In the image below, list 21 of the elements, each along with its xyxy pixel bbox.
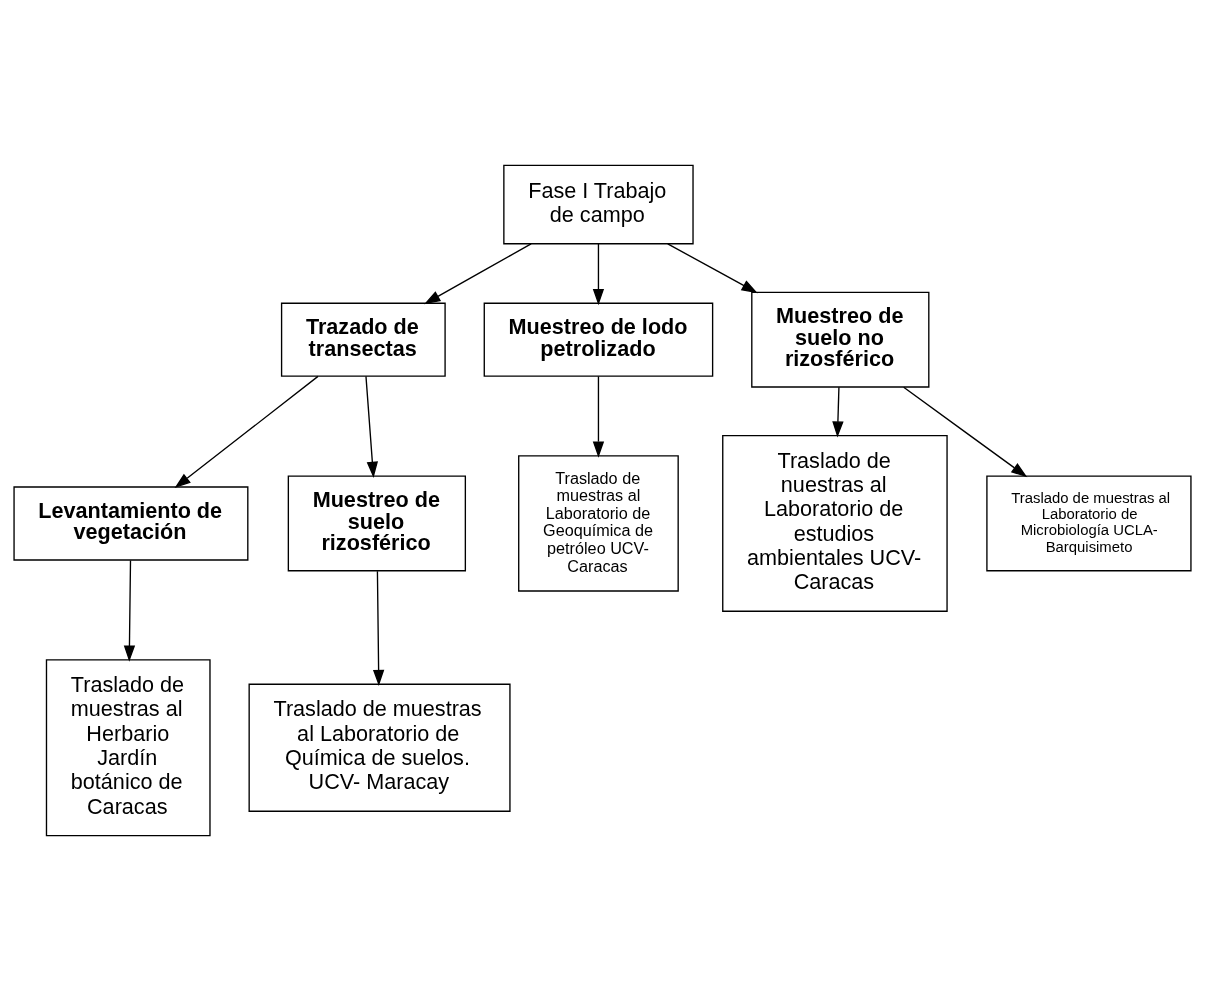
arrow	[832, 386, 844, 438]
node-box: Muestreo de lodo petrolizado	[483, 302, 714, 377]
arrow	[365, 375, 378, 478]
node-box: Traslado de muestras al Laboratorio de Microbiología UCLA- Barquisimeto	[986, 475, 1192, 571]
node-box: Traslado de muestras al Laboratorio de Geoquímica de petróleo UCV- Caracas	[518, 454, 679, 592]
arrow	[123, 559, 136, 662]
node-box: Traslado de muestras al Laboratorio de Química de suelos. UCV- Maracay	[248, 683, 511, 812]
node-box: Muestreo de suelo no rizosférico	[751, 291, 930, 388]
node-box: Levantamiento de vegetación	[13, 485, 249, 561]
arrow	[372, 570, 385, 686]
arrow	[174, 375, 319, 488]
node-box: Muestreo de suelo rizosférico	[287, 475, 467, 571]
arrow	[592, 375, 605, 458]
arrow	[667, 242, 758, 293]
node-box: Trazado de transectas	[280, 302, 446, 377]
node-box: Traslado de nuestras al Laboratorio de estudios ambientales UCV- Caracas	[722, 434, 948, 612]
node-box: Fase I Trabajo de campo	[503, 164, 694, 244]
node-box: Traslado de muestras al Herbario Jardín botánico de Caracas	[45, 658, 211, 836]
arrow	[903, 386, 1028, 477]
arrow	[592, 242, 605, 305]
arrow	[424, 242, 532, 304]
